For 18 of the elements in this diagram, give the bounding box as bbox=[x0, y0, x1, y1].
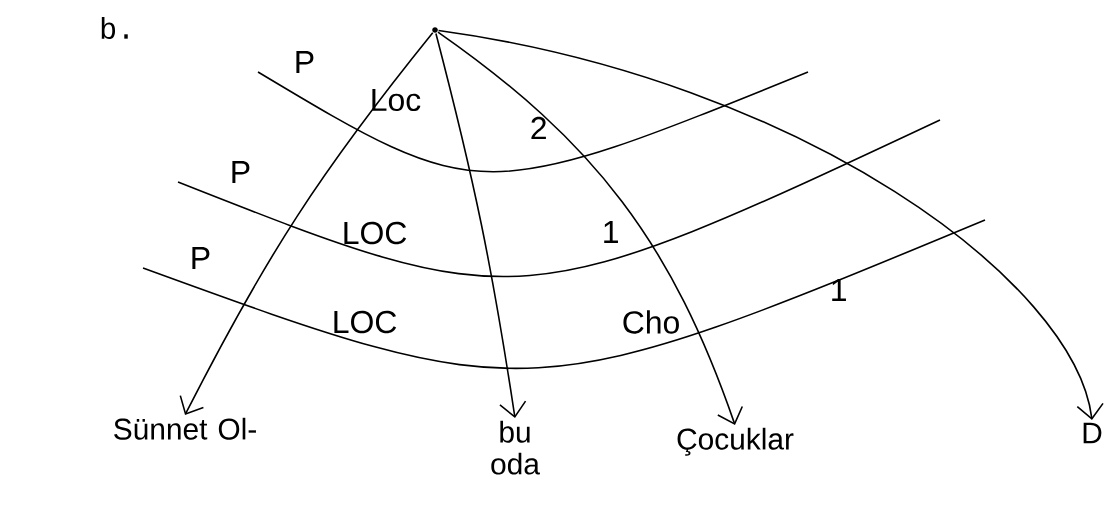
arrow bbox=[437, 31, 744, 425]
word-label: bu oda bbox=[491, 420, 540, 475]
arrow bbox=[435, 32, 527, 418]
relation-label: 1 bbox=[604, 221, 618, 243]
relation-label: 2 bbox=[531, 116, 546, 140]
word-label: D bbox=[1083, 422, 1102, 444]
word-label: Sünnet Ol- bbox=[114, 417, 256, 440]
root-point bbox=[432, 27, 438, 33]
relation-label: LOC bbox=[334, 310, 397, 334]
relation-label: LOC bbox=[344, 221, 407, 245]
relation-label: P bbox=[296, 51, 314, 73]
relation-label: Cho bbox=[623, 310, 679, 334]
arrow bbox=[437, 29, 1104, 420]
relation-label: P bbox=[232, 161, 250, 183]
word-label: Çocuklar bbox=[677, 427, 794, 456]
relation-label: P bbox=[192, 247, 210, 269]
panel-letter: b. bbox=[101, 17, 128, 39]
arrow bbox=[179, 32, 434, 415]
